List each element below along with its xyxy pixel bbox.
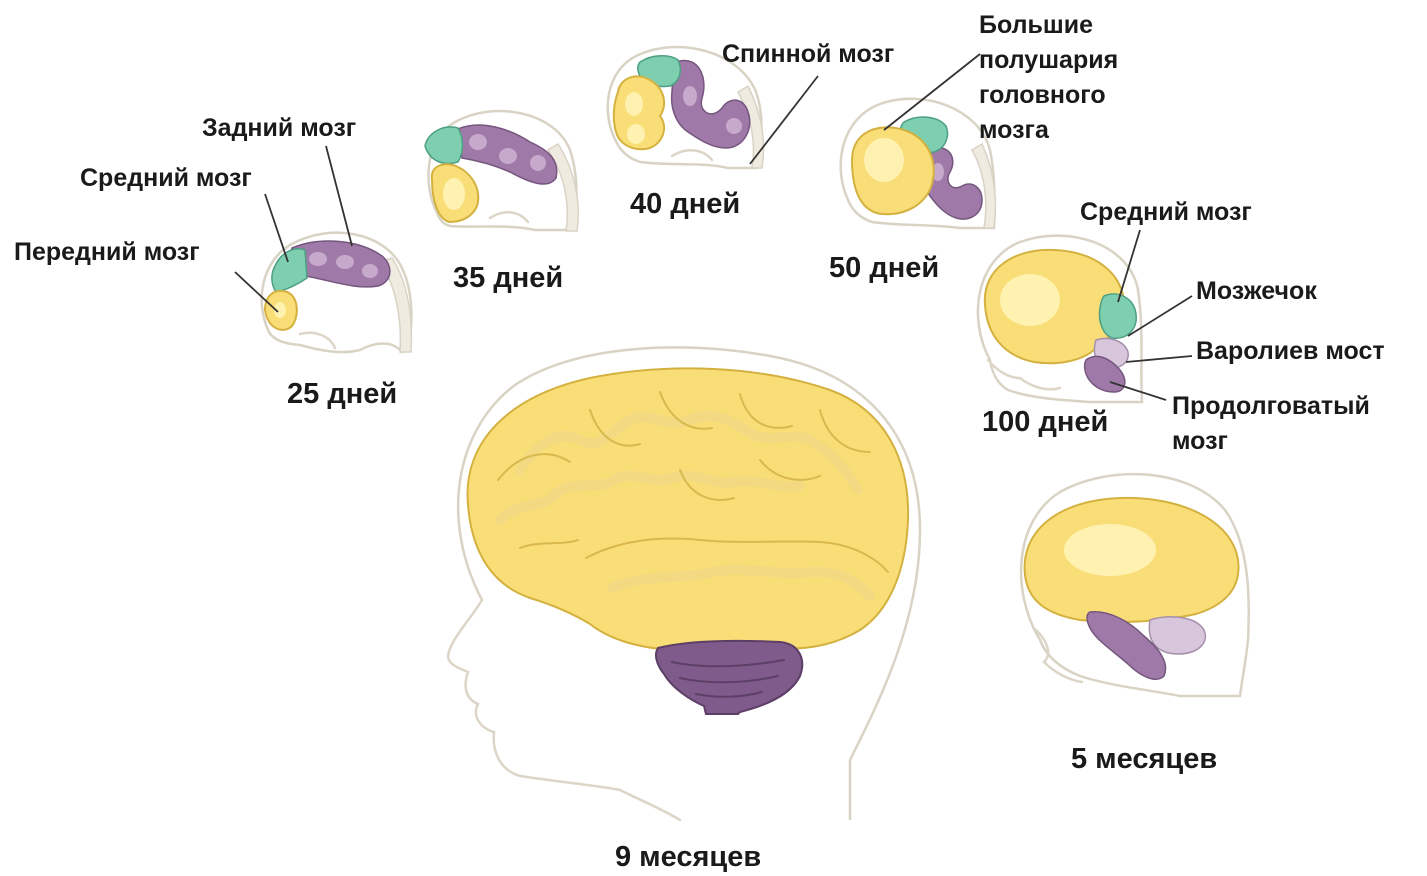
label-medulla-line: Продолговатый: [1172, 389, 1370, 424]
age-label-35-days: 35 дней: [453, 261, 563, 296]
label-midbrain-25: Средний мозг: [80, 161, 252, 196]
embryo-40-forebrain-spot: [625, 92, 643, 116]
embryo-35-hindbrain-spot: [469, 134, 487, 150]
fetus-100-days: [978, 236, 1142, 402]
label-forebrain: Передний мозг: [14, 235, 200, 270]
label-pons: Варолиев мост: [1196, 334, 1385, 369]
age-label-50-days: 50 дней: [829, 251, 939, 286]
age-label-25-days: 25 дней: [287, 377, 397, 412]
age-label-9-months: 9 месяцев: [615, 840, 761, 875]
label-hemispheres-line: головного: [979, 78, 1118, 113]
embryo-35-forebrain-spot: [443, 178, 465, 210]
label-midbrain-100: Средний мозг: [1080, 195, 1252, 230]
fetus-5-months: [1021, 474, 1249, 696]
label-cerebellum: Мозжечок: [1196, 274, 1317, 309]
label-medulla: Продолговатый мозг: [1172, 389, 1370, 459]
embryo-40-hindbrain-spot: [683, 86, 697, 106]
age-label-5-months: 5 месяцев: [1071, 742, 1217, 777]
leader-midbrain-25: [265, 194, 288, 262]
embryo-35-days: [425, 111, 578, 231]
fetus-5m-cerebrum-highlight: [1064, 524, 1156, 576]
fetus-100-cerebrum-highlight: [1000, 274, 1060, 326]
embryo-25-hindbrain-spot: [309, 252, 327, 266]
label-spinal-cord: Спинной мозг: [722, 37, 894, 72]
age-label-40-days: 40 дней: [630, 187, 740, 222]
infant-9m-neck-line: [620, 790, 680, 820]
embryo-35-hindbrain-spot: [530, 155, 546, 171]
label-medulla-line: мозг: [1172, 424, 1370, 459]
embryo-40-hindbrain-spot: [726, 118, 742, 134]
label-hindbrain: Задний мозг: [202, 111, 356, 146]
fetus-5m-pons: [1149, 617, 1205, 654]
leader-hindbrain: [326, 146, 352, 246]
infant-9-months: [448, 348, 920, 820]
age-label-100-days: 100 дней: [982, 405, 1108, 440]
embryo-40-forebrain-spot: [627, 124, 645, 144]
embryo-50-forebrain-spot: [864, 138, 904, 182]
label-hemispheres: Большие полушария головного мозга: [979, 8, 1118, 148]
label-hemispheres-line: полушария: [979, 43, 1118, 78]
embryo-25-hindbrain-spot: [362, 264, 378, 278]
embryo-50-days: [841, 99, 996, 228]
embryo-25-hindbrain-spot: [336, 255, 354, 269]
label-hemispheres-line: мозга: [979, 113, 1118, 148]
embryo-35-hindbrain-spot: [499, 148, 517, 164]
label-hemispheres-line: Большие: [979, 8, 1118, 43]
